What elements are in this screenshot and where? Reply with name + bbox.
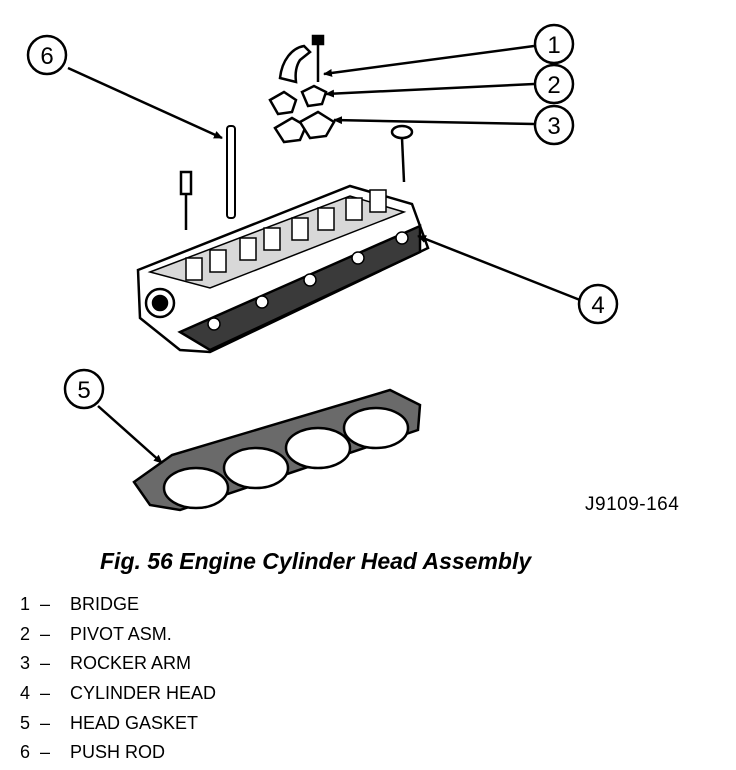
legend-number: 4	[20, 683, 31, 704]
leader-line-1	[323, 44, 535, 77]
rocker-arm-part	[273, 110, 336, 144]
legend-item: 2 – PIVOT ASM.	[20, 620, 216, 650]
callout-6: 6	[26, 34, 68, 76]
head-gasket-part	[132, 388, 422, 512]
legend-separator: –	[40, 594, 51, 615]
leader-line-5	[97, 405, 163, 464]
leader-line-3	[333, 116, 535, 126]
legend-separator: –	[40, 623, 51, 644]
svg-text:5: 5	[77, 377, 90, 404]
legend-label: HEAD GASKET	[70, 712, 199, 733]
legend-label: ROCKER ARM	[70, 653, 192, 674]
svg-text:1: 1	[547, 32, 560, 59]
leader-line-2	[325, 82, 535, 98]
exploded-diagram: 1 2 3 4 5 6	[26, 23, 619, 512]
legend-separator: –	[40, 742, 51, 763]
figure-caption: Fig. 56 Engine Cylinder Head Assembly	[100, 548, 532, 574]
svg-text:4: 4	[591, 292, 604, 319]
legend-item: 6 – PUSH ROD	[20, 738, 216, 768]
callout-4: 4	[577, 283, 619, 325]
legend-label: CYLINDER HEAD	[70, 683, 217, 704]
callout-3: 3	[533, 104, 575, 146]
svg-text:6: 6	[40, 43, 53, 70]
legend-separator: –	[40, 683, 51, 704]
pivot-part	[268, 84, 328, 116]
legend-separator: –	[40, 712, 51, 733]
legend-item: 1 – BRIDGE	[20, 590, 216, 620]
legend-item: 3 – ROCKER ARM	[20, 649, 216, 679]
push-rod-part	[226, 125, 236, 219]
legend-separator: –	[40, 653, 51, 674]
callout-5: 5	[63, 368, 105, 410]
bolt-right	[390, 124, 414, 183]
leader-line-4	[417, 234, 581, 302]
leader-lines	[67, 44, 581, 464]
legend-number: 5	[20, 712, 31, 733]
legend-number: 6	[20, 742, 31, 763]
legend-label: PIVOT ASM.	[70, 623, 172, 644]
legend-number: 1	[20, 594, 31, 615]
legend-number: 2	[20, 623, 31, 644]
callout-1: 1	[533, 23, 575, 65]
callout-2: 2	[533, 63, 575, 105]
parts-legend: 1 – BRIDGE 2 – PIVOT ASM. 3 – ROCKER ARM…	[20, 590, 216, 768]
legend-item: 4 – CYLINDER HEAD	[20, 679, 216, 709]
bolt-left	[179, 170, 193, 230]
legend-label: BRIDGE	[70, 594, 140, 615]
legend-number: 3	[20, 653, 31, 674]
svg-text:2: 2	[547, 72, 560, 99]
bridge-part	[278, 34, 325, 84]
figure-code: J9109-164	[585, 494, 680, 515]
svg-text:3: 3	[547, 113, 560, 140]
leader-line-6	[67, 66, 223, 140]
cylinder-head-part	[136, 184, 430, 354]
legend-item: 5 – HEAD GASKET	[20, 708, 216, 738]
legend-label: PUSH ROD	[70, 742, 166, 763]
